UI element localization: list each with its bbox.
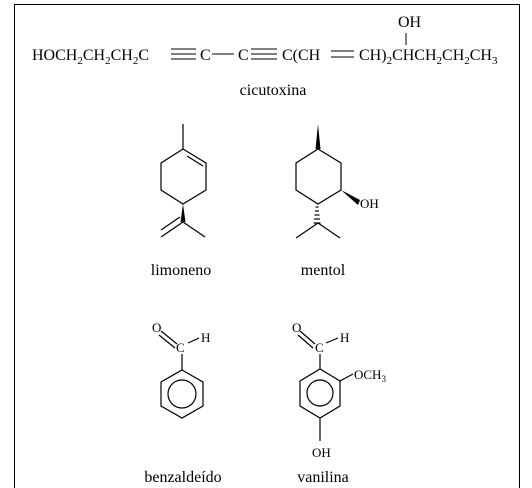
formula-part: C — [238, 47, 249, 64]
formula-sub: 2 — [105, 55, 111, 67]
limoneno-structure — [160, 124, 207, 238]
formula-part: C — [200, 47, 211, 64]
vanilina-o-label: O — [292, 320, 301, 335]
formula-part: CHCH — [392, 47, 437, 64]
vanilina-name: vanilina — [297, 469, 349, 486]
benzaldeido-name: benzaldeído — [144, 469, 221, 486]
vanilina-structure — [297, 330, 354, 441]
vanilina-h-label: H — [340, 330, 349, 345]
cicutoxina-formula: OH HOCH2CH2CH2C C C C(CH CH)2CHCH2CH2CH3 — [32, 14, 498, 67]
cicutoxina-name: cicutoxina — [240, 82, 307, 99]
benzaldeido-o-label: O — [152, 320, 161, 335]
cicutoxina-oh-label: OH — [398, 14, 422, 31]
formula-part: CH — [111, 47, 134, 64]
formula-sub: 2 — [437, 55, 443, 67]
benzaldeido-c-label: C — [176, 340, 185, 355]
formula-part: CH — [442, 47, 465, 64]
triple-bond — [251, 48, 277, 60]
formula-part: C — [138, 47, 149, 64]
vanilina-c-label: C — [315, 340, 324, 355]
vanilina-och3-label: OCH3 — [354, 367, 386, 384]
formula-part: HOCH — [32, 47, 78, 64]
formula-sub: 2 — [133, 55, 139, 67]
formula-part: C(CH — [282, 47, 321, 64]
figure-frame — [14, 4, 520, 488]
double-bond — [331, 50, 354, 58]
vanilina-oh-label: OH — [312, 445, 331, 460]
formula-sub: 2 — [464, 55, 470, 67]
formula-part: CH — [470, 47, 493, 64]
formula-part: CH) — [359, 47, 387, 64]
cicutoxina-formula-text: HOCH2CH2CH2C C C C(CH CH)2CHCH2CH2CH3 — [32, 47, 498, 67]
benzaldeido-h-label: H — [201, 330, 210, 345]
mentol-structure — [295, 124, 360, 239]
limoneno-name: limoneno — [151, 262, 211, 279]
formula-sub: 2 — [77, 55, 83, 67]
formula-sub: 3 — [492, 55, 498, 67]
formula-sub: 2 — [387, 55, 393, 67]
benzaldeido-structure — [158, 330, 204, 419]
mentol-name: mentol — [301, 262, 346, 279]
mentol-oh-label: OH — [360, 196, 379, 211]
triple-bond — [171, 48, 196, 60]
formula-part: CH — [83, 47, 106, 64]
